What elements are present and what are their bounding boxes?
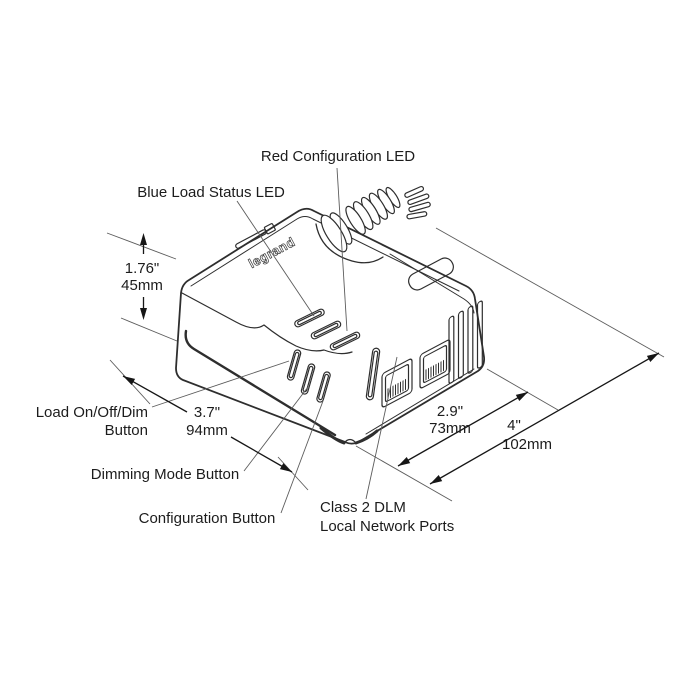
depth-extension-left — [355, 445, 453, 502]
height-extension-bottom — [120, 317, 178, 342]
rj45-port-2 — [419, 339, 451, 389]
leader-load-button — [151, 360, 290, 408]
foot-right-arc — [354, 429, 379, 445]
dim-width-inches: 3.7" — [194, 404, 220, 421]
label-network-ports-line2: Local Network Ports — [320, 518, 454, 535]
labels: Red Configuration LED Blue Load Status L… — [36, 148, 552, 535]
rj45-port-1 — [381, 358, 413, 408]
label-network-ports-line1: Class 2 DLM — [320, 499, 406, 516]
height-extension-top — [106, 232, 177, 260]
blue-load-status-led-lens — [294, 308, 325, 328]
base-seam-right — [365, 368, 475, 435]
dimension-lines — [122, 233, 660, 485]
dim-depth-mm: 73mm — [429, 420, 471, 437]
arrowhead-overall-right — [646, 353, 659, 362]
thread — [345, 205, 366, 235]
overall-extension-right — [435, 227, 665, 358]
arrowhead-depth-left — [398, 457, 411, 466]
extension-and-leader-lines — [106, 167, 665, 514]
wire — [404, 185, 425, 198]
label-load-button-line1: Load On/Off/Dim — [36, 404, 148, 421]
red-configuration-led-lens — [310, 320, 342, 340]
load-on-off-dim-button — [286, 349, 302, 381]
arrowhead-depth-right — [515, 392, 528, 401]
label-dimming-mode-button: Dimming Mode Button — [91, 466, 239, 483]
width-extension-right — [277, 456, 309, 491]
vent-slots — [448, 300, 483, 384]
arrowhead-up — [140, 233, 147, 245]
lid-edge-slot — [235, 223, 276, 249]
configuration-button — [316, 371, 331, 403]
conduit-connector — [315, 185, 431, 264]
label-red-configuration-led: Red Configuration LED — [261, 148, 415, 165]
top-recess — [408, 257, 454, 291]
width-dim-line-a — [122, 375, 188, 413]
lid-skirt-right — [389, 253, 475, 314]
wire — [406, 211, 428, 220]
depth-dim-line — [397, 391, 529, 467]
leader-network-ports — [365, 356, 398, 500]
depth-extension-right — [486, 368, 559, 411]
arrowhead-width-left — [123, 376, 136, 385]
lid-inset-edge — [190, 216, 460, 292]
left-face-recess-edge — [184, 329, 337, 437]
wire — [408, 201, 431, 213]
leader-config-button — [280, 400, 324, 514]
arrowhead-down — [140, 308, 147, 320]
arrowhead-overall-left — [430, 475, 443, 484]
leader-blue-led — [236, 200, 315, 317]
rj45-pins — [387, 378, 406, 400]
label-blue-load-status-led: Blue Load Status LED — [137, 184, 285, 201]
dim-height-mm: 45mm — [121, 277, 163, 294]
label-configuration-button: Configuration Button — [139, 510, 276, 527]
connector-boss — [315, 223, 384, 264]
third-led-lens — [329, 331, 361, 351]
foot-notch — [343, 438, 357, 444]
corner-slot — [365, 347, 381, 401]
leader-red-led — [336, 167, 348, 332]
arrowhead-width-right — [279, 463, 292, 472]
overall-dim-line — [429, 352, 660, 485]
lid-skirt-left — [181, 292, 353, 355]
dim-overall-mm: 102mm — [502, 436, 552, 453]
dim-depth-inches: 2.9" — [437, 403, 463, 420]
dim-overall-inches: 4" — [507, 417, 521, 434]
foot-left-arc — [319, 426, 346, 445]
device-drawing: legrand — [175, 185, 486, 445]
wire — [407, 193, 430, 206]
dim-height-inches: 1.76" — [125, 260, 160, 277]
dim-width-mm: 94mm — [186, 422, 228, 439]
leader-dimming-button — [243, 386, 309, 472]
label-load-button-line2: Button — [105, 422, 148, 439]
rj45-pins — [425, 359, 444, 381]
